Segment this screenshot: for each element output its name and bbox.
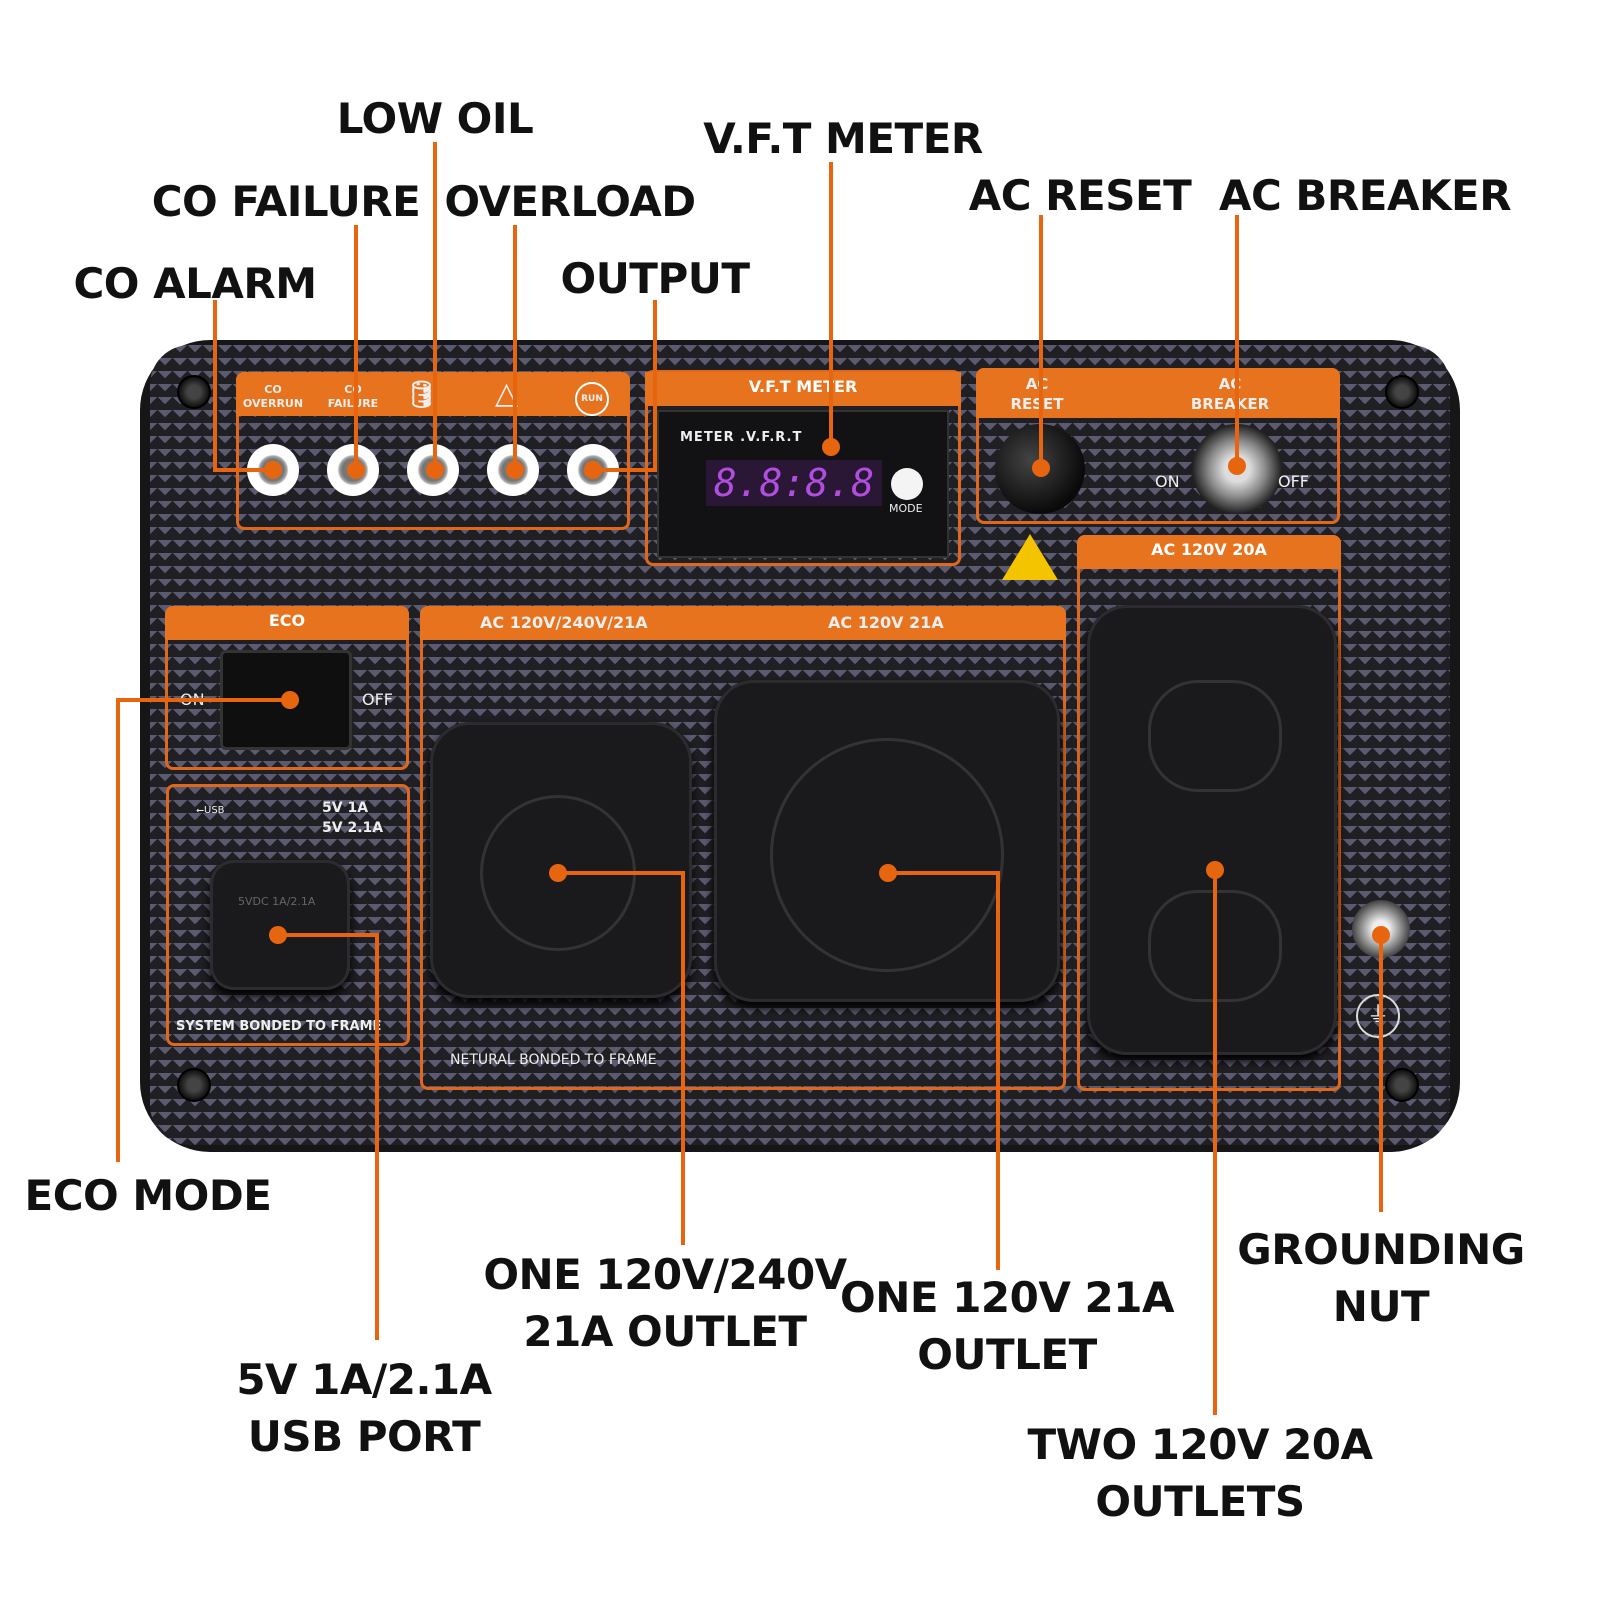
line1: 5V 1A/2.1A bbox=[236, 1355, 492, 1404]
line1: GROUNDING bbox=[1237, 1225, 1525, 1274]
dot bbox=[822, 438, 840, 456]
usb-21a-label: 5V 2.1A bbox=[322, 820, 384, 836]
callout-outlet-21a: ONE 120V 21A OUTLET bbox=[840, 1269, 1174, 1383]
outlet-20a-header: AC 120V 20A bbox=[1077, 535, 1341, 569]
t: OVERRUN bbox=[242, 397, 304, 410]
dot bbox=[347, 461, 365, 479]
receptacle-upper bbox=[1148, 680, 1282, 792]
dot bbox=[281, 691, 299, 709]
line2: NUT bbox=[1332, 1282, 1430, 1331]
line-usb bbox=[278, 933, 379, 1340]
breaker-off-label: OFF bbox=[1278, 472, 1309, 491]
callout-eco-mode: ECO MODE bbox=[24, 1171, 272, 1220]
dot bbox=[426, 461, 444, 479]
t: BREAKER bbox=[1190, 395, 1270, 413]
line-outlet-21 bbox=[888, 871, 1000, 1270]
ground-symbol-icon: ⏚ bbox=[1356, 994, 1400, 1038]
dot bbox=[264, 461, 282, 479]
overload-warning-icon: △ bbox=[495, 376, 519, 411]
dot bbox=[269, 926, 287, 944]
callout-co-failure: CO FAILURE bbox=[151, 177, 421, 226]
line-outlet-240 bbox=[558, 871, 685, 1245]
dot bbox=[549, 864, 567, 882]
line2: 21A OUTLET bbox=[523, 1307, 807, 1356]
dot bbox=[1228, 457, 1246, 475]
line2: OUTLETS bbox=[1095, 1477, 1305, 1526]
line1: ONE 120V 21A bbox=[840, 1273, 1174, 1322]
ac-240v-label: AC 120V/240V/21A bbox=[480, 613, 648, 632]
callout-grounding-nut: GROUNDING NUT bbox=[1237, 1221, 1525, 1335]
t: FAILURE bbox=[327, 397, 379, 410]
line2: USB PORT bbox=[247, 1412, 481, 1461]
usb-cap-text: 5VDC 1A/2.1A bbox=[238, 895, 316, 908]
usb-icon-text: USB bbox=[204, 805, 225, 816]
eco-header: ECO bbox=[165, 606, 409, 640]
callout-usb-port: 5V 1A/2.1A USB PORT bbox=[236, 1351, 492, 1465]
callout-co-alarm: CO ALARM bbox=[73, 259, 317, 308]
usb-icon: ⭠USB bbox=[196, 805, 225, 816]
callout-ac-reset: AC RESET bbox=[968, 171, 1192, 220]
dot bbox=[506, 461, 524, 479]
callout-vft-meter: V.F.T METER bbox=[703, 114, 983, 163]
line-eco bbox=[116, 698, 290, 1162]
ac-control-header bbox=[976, 368, 1340, 418]
ac-21a-label: AC 120V 21A bbox=[828, 613, 944, 632]
callout-ac-breaker: AC BREAKER bbox=[1218, 171, 1512, 220]
line2: OUTLET bbox=[917, 1330, 1097, 1379]
oil-can-icon: 🛢 bbox=[405, 380, 439, 410]
line1: TWO 120V 20A bbox=[1027, 1420, 1373, 1469]
meter-display: 8.8:8.8 bbox=[706, 460, 882, 506]
run-icon: RUN bbox=[575, 382, 609, 416]
dot bbox=[584, 461, 602, 479]
system-bonded-label: SYSTEM BONDED TO FRAME bbox=[176, 1019, 382, 1034]
vft-header: V.F.T METER bbox=[645, 372, 961, 406]
dot bbox=[1206, 861, 1224, 879]
dot bbox=[879, 864, 897, 882]
screw-icon bbox=[177, 375, 211, 409]
eco-off-label: OFF bbox=[362, 690, 393, 709]
tt30-receptacle bbox=[770, 738, 1004, 972]
mode-label: MODE bbox=[889, 502, 923, 515]
neutral-bonded-label: NETURAL BONDED TO FRAME bbox=[450, 1052, 657, 1068]
outlet-21a-header bbox=[420, 606, 1066, 640]
t: CO bbox=[264, 383, 282, 396]
screw-icon bbox=[1385, 1068, 1419, 1102]
mode-button[interactable] bbox=[891, 468, 923, 500]
callout-overload: OVERLOAD bbox=[444, 177, 696, 226]
usb-port-cover[interactable] bbox=[210, 860, 350, 990]
usb-panel bbox=[166, 784, 410, 1046]
callout-two-outlets: TWO 120V 20A OUTLETS bbox=[1027, 1416, 1373, 1530]
high-voltage-warning-icon bbox=[1002, 534, 1058, 580]
screw-icon bbox=[1385, 375, 1419, 409]
callout-outlet-240v: ONE 120V/240V 21A OUTLET bbox=[483, 1246, 847, 1360]
breaker-on-label: ON bbox=[1155, 472, 1180, 491]
line1: ONE 120V/240V bbox=[483, 1250, 847, 1299]
line-co-alarm bbox=[213, 300, 273, 472]
dot bbox=[1372, 926, 1390, 944]
dot bbox=[1032, 459, 1050, 477]
callout-output: OUTPUT bbox=[560, 254, 751, 303]
screw-icon bbox=[177, 1068, 211, 1102]
usb-1a-label: 5V 1A bbox=[322, 800, 369, 816]
meter-label: METER .V.F.R.T bbox=[680, 430, 803, 445]
t: RESET bbox=[1010, 395, 1064, 413]
line-output bbox=[593, 300, 657, 472]
callout-low-oil: LOW OIL bbox=[336, 94, 534, 143]
